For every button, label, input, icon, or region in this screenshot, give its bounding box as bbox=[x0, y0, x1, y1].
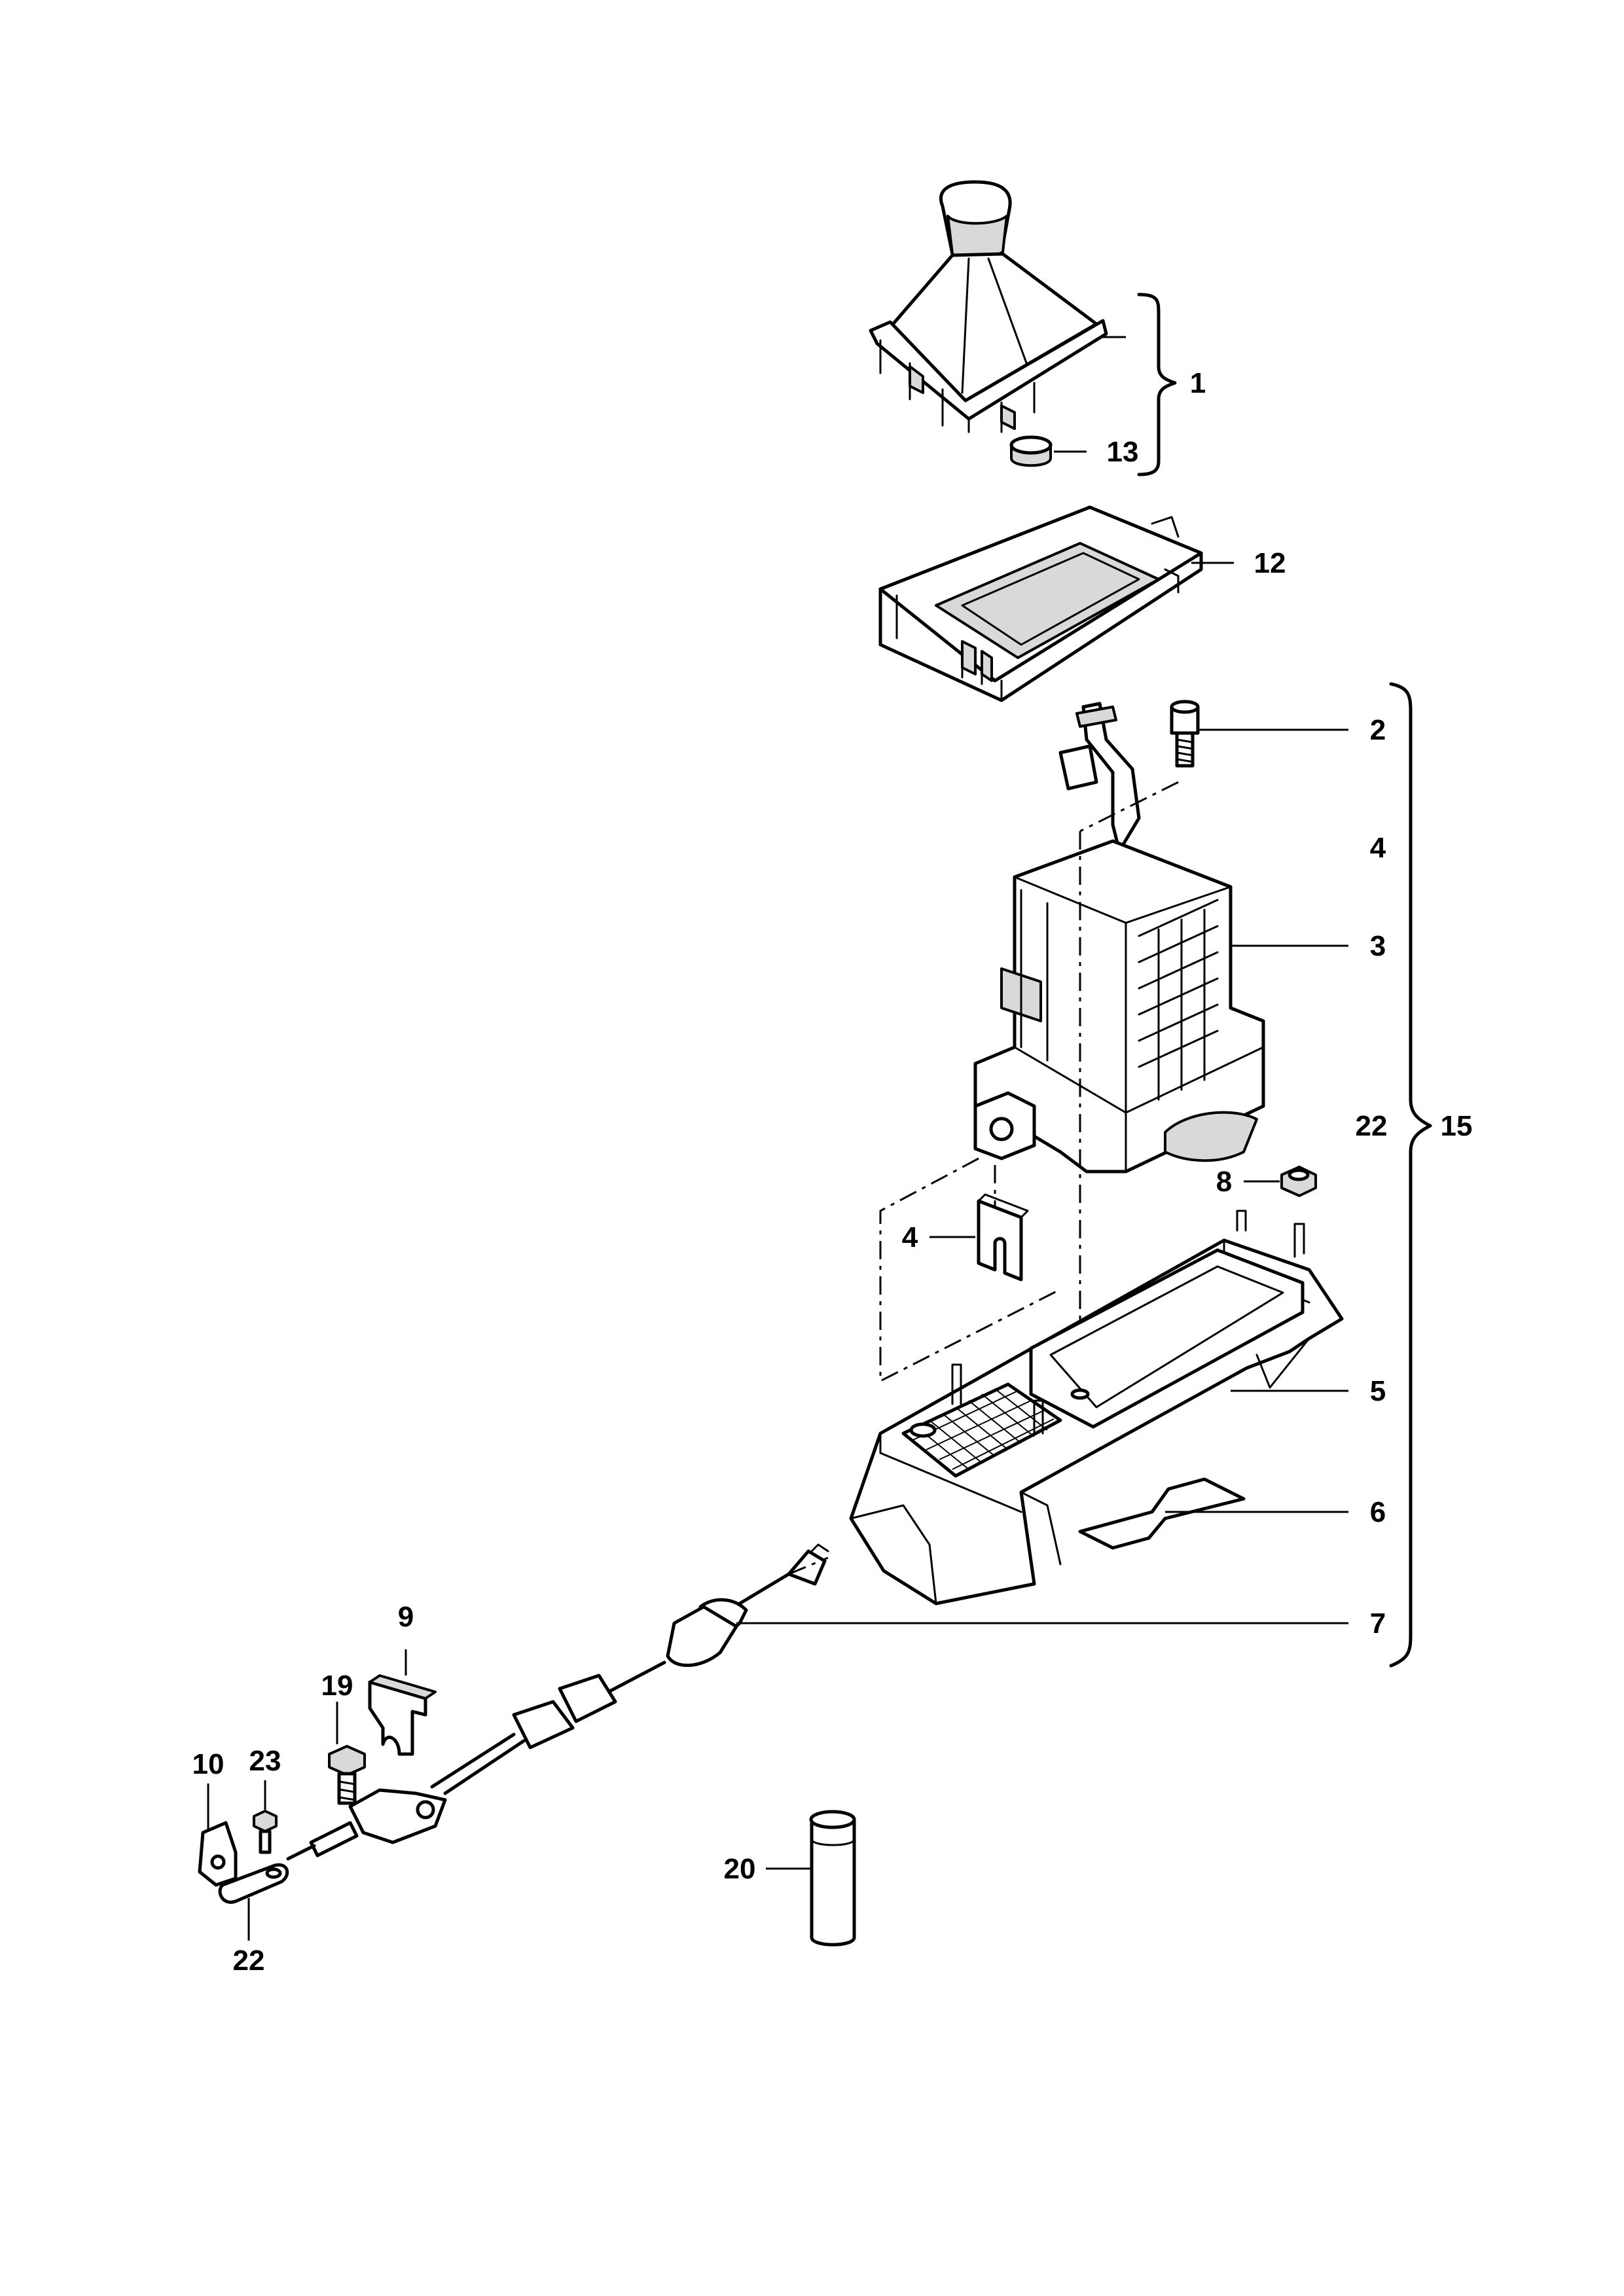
part-link-22 bbox=[218, 1863, 289, 1904]
part-trim-frame bbox=[878, 505, 1203, 702]
callout-4-lower: 4 bbox=[902, 1221, 918, 1253]
callout-6: 6 bbox=[1370, 1496, 1386, 1528]
part-insulation-pad bbox=[1078, 1477, 1246, 1550]
part-bolt-19 bbox=[328, 1745, 366, 1805]
callout-1: 1 bbox=[1190, 367, 1206, 399]
part-gear-knob-boot bbox=[869, 180, 1108, 433]
callout-23: 23 bbox=[249, 1745, 281, 1777]
part-cable-clip bbox=[368, 1674, 437, 1756]
callout-15: 15 bbox=[1441, 1110, 1473, 1142]
part-bolt-23 bbox=[253, 1810, 278, 1854]
callout-4-upper: 4 bbox=[1370, 832, 1386, 864]
part-nut bbox=[1280, 1166, 1317, 1197]
callout-22-lower: 22 bbox=[233, 1945, 265, 1977]
part-shift-mechanism bbox=[973, 702, 1265, 1174]
callout-22-upper: 22 bbox=[1356, 1110, 1388, 1142]
callout-10: 10 bbox=[192, 1748, 225, 1780]
callout-3: 3 bbox=[1370, 930, 1386, 962]
part-bolt-2 bbox=[1170, 700, 1200, 768]
callout-20: 20 bbox=[724, 1853, 756, 1885]
callout-2: 2 bbox=[1370, 714, 1386, 746]
callout-9: 9 bbox=[398, 1601, 414, 1633]
part-grease-tube bbox=[809, 1810, 856, 1946]
callout-5: 5 bbox=[1370, 1375, 1386, 1407]
callout-12: 12 bbox=[1254, 547, 1286, 579]
part-bracket-10 bbox=[198, 1821, 238, 1887]
part-retaining-clip bbox=[977, 1193, 1029, 1282]
callout-7: 7 bbox=[1370, 1607, 1386, 1640]
callout-8: 8 bbox=[1216, 1166, 1232, 1198]
part-base-tray bbox=[849, 1238, 1344, 1605]
part-clip-ring bbox=[1009, 435, 1053, 467]
part-shift-cable bbox=[286, 1543, 829, 1861]
callout-13: 13 bbox=[1107, 436, 1139, 468]
callout-19: 19 bbox=[321, 1670, 353, 1702]
